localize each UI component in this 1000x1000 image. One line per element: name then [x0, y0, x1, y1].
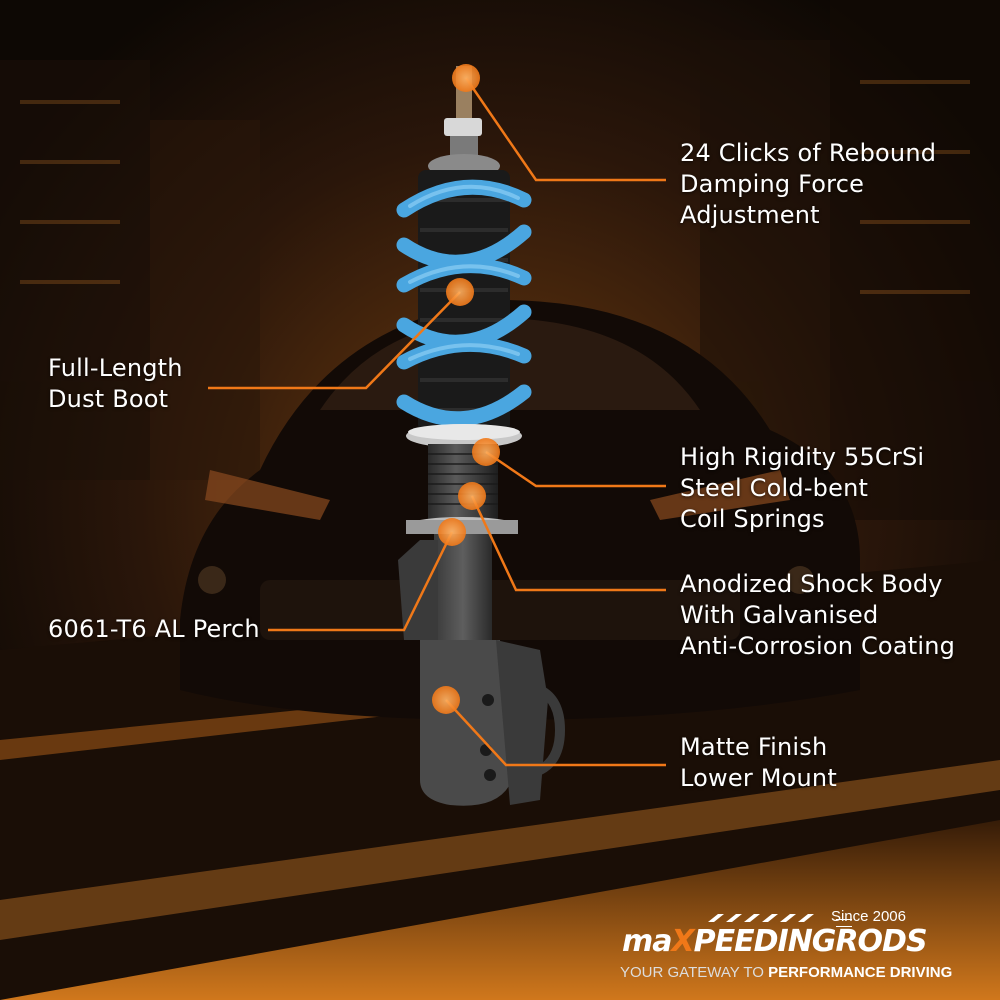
logo-mid: PEEDING: [693, 924, 837, 959]
callout-line: 24 Clicks of Rebound: [680, 139, 937, 167]
callout-shock-body: Anodized Shock Body With Galvanised Anti…: [680, 569, 955, 662]
since-lines: [836, 919, 852, 927]
logo-suffix: RODS: [835, 924, 927, 959]
callout-lower-mount: Matte Finish Lower Mount: [680, 732, 837, 794]
callout-dust-boot: Full-Length Dust Boot: [48, 353, 183, 415]
callout-dots: [432, 64, 500, 714]
callout-line: 6061-T6 AL Perch: [48, 615, 260, 643]
callout-perch: 6061-T6 AL Perch: [48, 614, 260, 645]
callout-line: Dust Boot: [48, 385, 169, 413]
brand-wordmark: maXPEEDINGRODS: [622, 924, 928, 959]
tagline-bold: PERFORMANCE DRIVING: [768, 964, 953, 981]
callout-line: With Galvanised: [680, 601, 879, 629]
brand-tagline: YOUR GATEWAY TO PERFORMANCE DRIVING: [620, 964, 952, 981]
tagline-regular: YOUR GATEWAY TO: [620, 964, 764, 981]
callout-line: Damping Force: [680, 170, 865, 198]
callout-rebound-adjustment: 24 Clicks of Rebound Damping Force Adjus…: [680, 138, 936, 231]
callout-line: Adjustment: [680, 201, 820, 229]
callout-line: Steel Cold-bent: [680, 474, 869, 502]
brand-logo: Since 2006 maXPEEDINGRODS YOUR GATEWAY T…: [618, 908, 958, 988]
callout-lines: [208, 77, 666, 767]
callout-line: Anti-Corrosion Coating: [680, 632, 956, 660]
callout-coil-springs: High Rigidity 55CrSi Steel Cold-bent Coi…: [680, 442, 924, 535]
buildings: [20, 80, 970, 480]
coilover: [396, 66, 566, 806]
callout-line: Anodized Shock Body: [680, 570, 943, 598]
callout-line: Matte Finish: [680, 733, 828, 761]
logo-prefix: maX: [622, 924, 695, 959]
checkered-flag-icon: [708, 914, 814, 922]
since-text: Since 2006: [830, 908, 906, 925]
callout-line: Full-Length: [48, 354, 183, 382]
callout-line: High Rigidity 55CrSi: [680, 443, 925, 471]
callout-line: Coil Springs: [680, 505, 825, 533]
callout-line: Lower Mount: [680, 764, 837, 792]
